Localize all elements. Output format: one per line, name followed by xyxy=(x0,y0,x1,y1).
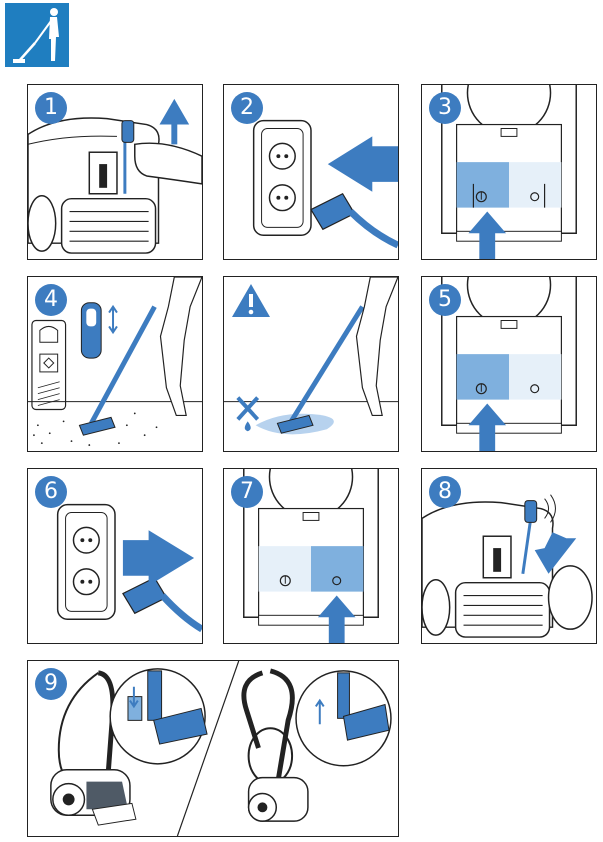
nozzle-park-icon xyxy=(50,661,392,836)
step-4-panel: 4 xyxy=(27,276,203,452)
wet-floor-illustration xyxy=(224,277,398,435)
cord-rewind-icon xyxy=(243,469,379,643)
floor-setting-icon xyxy=(28,277,202,446)
step-number-badge: 3 xyxy=(429,92,461,124)
step-number-badge: 4 xyxy=(35,284,67,316)
warning-panel xyxy=(223,276,399,452)
vacuum-user-icon xyxy=(5,3,69,67)
step-1-panel: 1 xyxy=(27,84,203,260)
step-number-badge: 8 xyxy=(429,476,461,508)
cord-retract-icon xyxy=(422,494,593,638)
plug-remove-icon xyxy=(56,503,202,633)
step-8-panel: 8 xyxy=(421,468,597,644)
step-number-badge: 6 xyxy=(35,476,67,508)
step-7-panel: 7 xyxy=(223,468,399,644)
warning-icon xyxy=(231,283,271,319)
step-2-panel: 2 xyxy=(223,84,399,260)
step-9-panel: 9 xyxy=(27,660,399,837)
step-3-panel: 3 xyxy=(421,84,597,260)
plug-insert-icon xyxy=(252,119,398,249)
step-5-panel: 5 xyxy=(421,276,597,452)
step-number-badge: 7 xyxy=(231,476,263,508)
plug-pull-icon xyxy=(28,98,202,254)
step-number-badge: 2 xyxy=(231,92,263,124)
power-button-icon xyxy=(441,277,577,451)
step-6-panel: 6 xyxy=(27,468,203,644)
step-number-badge: 1 xyxy=(35,92,67,124)
power-button-icon xyxy=(441,85,577,259)
step-number-badge: 5 xyxy=(429,284,461,316)
step-number-badge: 9 xyxy=(35,668,67,700)
